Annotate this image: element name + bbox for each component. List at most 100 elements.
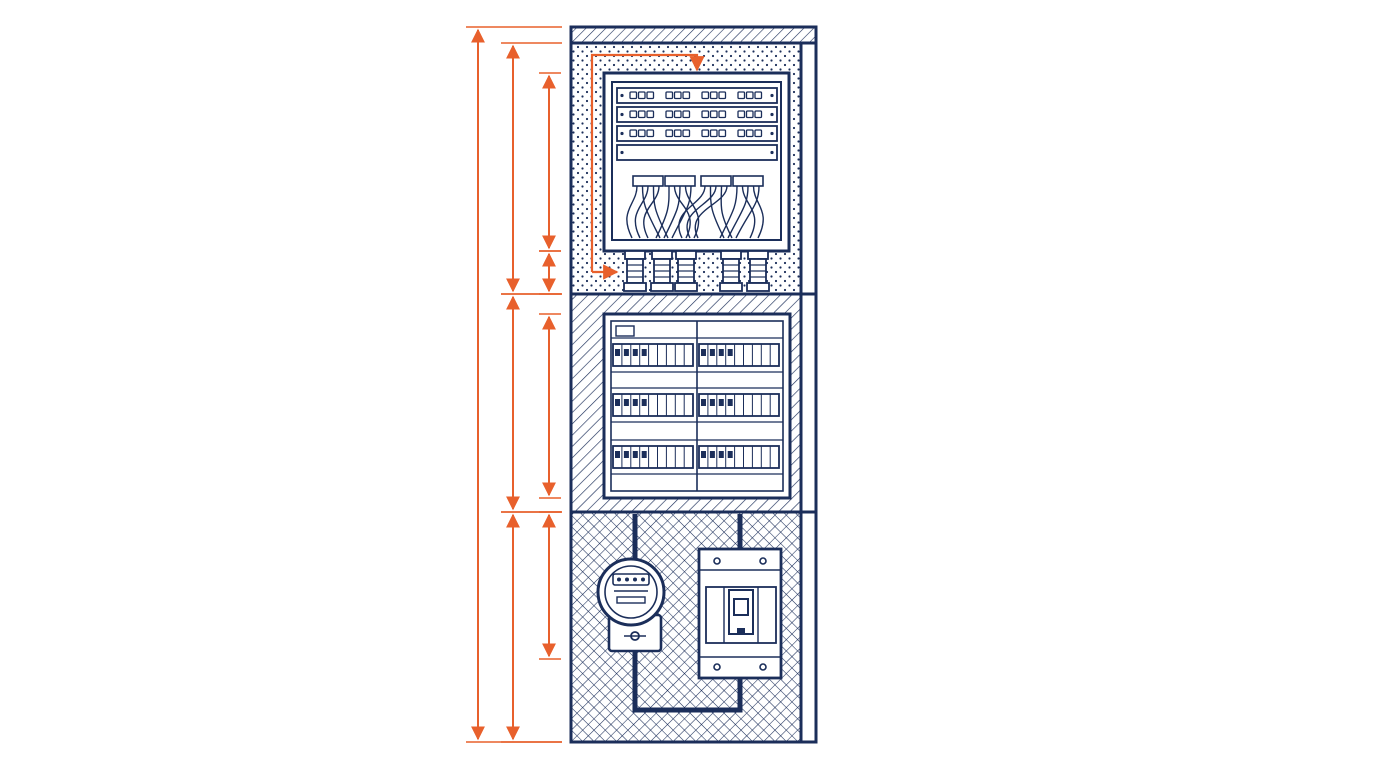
- gland-nut: [674, 282, 698, 292]
- dimension-bottom-section-height: [501, 511, 562, 743]
- patch-port: [709, 110, 718, 119]
- cable-gland: [746, 250, 770, 292]
- breaker-toggle: [727, 399, 733, 406]
- patch-port: [754, 129, 763, 138]
- meter-and-main-breaker: [596, 514, 783, 713]
- cable-gland: [719, 250, 743, 292]
- breaker-toggle: [632, 399, 638, 406]
- patch-row-frame: [616, 144, 778, 161]
- patch-cable: [634, 185, 649, 239]
- patch-row: [616, 125, 778, 142]
- patch-row-screw: [770, 131, 774, 136]
- patch-port: [646, 91, 655, 100]
- patch-row-frame: [616, 87, 778, 104]
- patch-port: [737, 129, 746, 138]
- cable-gland: [650, 250, 674, 292]
- breaker-rows: [611, 337, 783, 475]
- patch-cable: [727, 185, 749, 239]
- patch-row-frame: [616, 125, 778, 142]
- patch-row-screw: [770, 150, 774, 155]
- breaker-toggle: [709, 349, 715, 356]
- patch-port: [646, 110, 655, 119]
- breaker-toggle: [641, 349, 647, 356]
- patch-cable: [673, 185, 691, 239]
- patch-row-screw: [770, 93, 774, 98]
- patch-port: [665, 129, 674, 138]
- dimension-lines: [466, 26, 562, 743]
- dimension-patch-panel-height: [539, 72, 561, 252]
- patch-port: [709, 91, 718, 100]
- patch-cable: [655, 185, 670, 239]
- patch-row-screw: [770, 112, 774, 117]
- patch-cable: [641, 185, 661, 239]
- patch-port: [646, 129, 655, 138]
- patch-cable: [741, 185, 756, 239]
- patch-port: [745, 110, 754, 119]
- patch-port: [673, 110, 682, 119]
- dimension-upper-section-height: [501, 42, 562, 295]
- breaker-toggle: [727, 451, 733, 458]
- routing-arrows: [590, 53, 705, 280]
- main-breaker-icon: [697, 547, 783, 680]
- patch-cable: [643, 185, 660, 239]
- patch-row: [616, 87, 778, 104]
- cable-clamp: [632, 175, 664, 187]
- gland-cap: [651, 250, 673, 260]
- breaker-group: [612, 445, 694, 469]
- patch-cable: [652, 185, 669, 239]
- patch-row: [616, 144, 778, 161]
- breaker-toggle: [727, 349, 733, 356]
- patch-port: [754, 91, 763, 100]
- breaker-toggle: [718, 451, 724, 458]
- breaker-group: [612, 393, 694, 417]
- patch-cable: [720, 185, 733, 239]
- cable-gland: [623, 250, 647, 292]
- routing-arrow-top: [590, 53, 705, 272]
- breaker-group: [698, 343, 780, 367]
- link-cable: [632, 650, 743, 713]
- patch-row-screw: [620, 131, 624, 136]
- gland-cap: [720, 250, 742, 260]
- breaker-group: [698, 445, 780, 469]
- patch-cable: [684, 185, 700, 239]
- patch-cable: [709, 185, 725, 239]
- patch-port: [682, 91, 691, 100]
- cabinet-top-cap: [569, 25, 818, 45]
- patch-port: [629, 91, 638, 100]
- patch-port: [637, 129, 646, 138]
- patch-port: [673, 129, 682, 138]
- cable-clamp: [700, 175, 732, 187]
- cable-clamp: [664, 175, 696, 187]
- patch-row-screw: [620, 112, 624, 117]
- patch-cable: [719, 185, 738, 239]
- breaker-group: [612, 343, 694, 367]
- breaker-toggle: [701, 349, 706, 356]
- breaker-toggle: [615, 451, 620, 458]
- patch-cable: [686, 185, 717, 239]
- patch-port: [665, 110, 674, 119]
- patch-rows: [616, 87, 778, 161]
- cable-glands: [623, 250, 770, 292]
- breaker-toggle: [641, 451, 647, 458]
- patch-port: [709, 129, 718, 138]
- breaker-toggle: [623, 399, 629, 406]
- patch-cable: [663, 185, 681, 239]
- dimension-meter-zone-height: [539, 511, 561, 660]
- breaker-toggle: [701, 451, 706, 458]
- patch-port: [718, 129, 727, 138]
- breaker-toggle: [709, 451, 715, 458]
- board-label-plate: [615, 325, 635, 337]
- breaker-toggle: [718, 349, 724, 356]
- patch-cable: [671, 185, 692, 239]
- patch-cable: [626, 185, 638, 239]
- breaker-toggle: [701, 399, 706, 406]
- gland-cap: [747, 250, 769, 260]
- gland-cap: [624, 250, 646, 260]
- patch-cables: [626, 175, 764, 239]
- breaker-toggle: [615, 399, 620, 406]
- patch-port: [754, 110, 763, 119]
- patch-port: [737, 110, 746, 119]
- patch-port: [701, 91, 710, 100]
